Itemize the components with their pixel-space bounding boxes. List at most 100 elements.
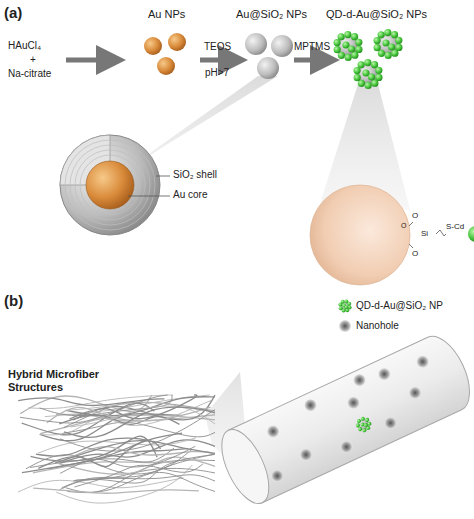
microfiber	[40, 415, 215, 434]
quantum-dot	[333, 39, 340, 46]
nanohole	[339, 320, 351, 332]
process-arrow	[66, 58, 120, 63]
quantum-dot	[354, 74, 361, 81]
stage-title: Au@SiO₂ NPs	[236, 8, 307, 21]
quantum-dot	[353, 67, 360, 74]
quantum-dot	[395, 44, 402, 51]
quantum-dot	[365, 82, 372, 89]
core-shell-nanoparticle	[271, 35, 293, 57]
quantum-dot	[375, 74, 382, 81]
quantum-dot	[358, 61, 365, 68]
nanohole	[298, 447, 314, 463]
quantum-dot	[364, 59, 371, 66]
quantum-dot	[388, 43, 395, 50]
quantum-dot	[355, 46, 362, 53]
structure-title: Hybrid Microfiber Structures	[8, 368, 126, 393]
core-shell-cutaway	[60, 135, 170, 235]
quantum-dot	[338, 33, 345, 40]
stage-title: QD-d-Au@SiO₂ NPs	[326, 8, 427, 21]
atom-label: O	[412, 211, 418, 220]
microfiber	[60, 410, 215, 451]
microfiber	[55, 441, 215, 463]
silica-shell	[60, 135, 160, 235]
nanohole	[269, 468, 285, 484]
microfiber	[39, 400, 211, 435]
reagent-label: Na-citrate	[8, 68, 51, 80]
bond-line	[409, 222, 413, 226]
microfiber	[33, 488, 199, 493]
atom-label: O	[401, 222, 406, 230]
shell-layer	[70, 145, 150, 225]
shell-layer	[65, 140, 155, 230]
process-arrow	[294, 58, 334, 63]
quantum-dot	[339, 306, 343, 310]
atom-label: S-Cd	[446, 222, 464, 231]
quantum-dot	[395, 37, 402, 44]
leader-line	[128, 196, 170, 197]
quantum-dot	[344, 31, 351, 38]
quantum-dot	[347, 302, 351, 306]
panel-letter: (a)	[4, 4, 22, 21]
quantum-dot	[373, 37, 380, 44]
quantum-dot	[355, 39, 362, 46]
atom-label: Si	[421, 229, 428, 238]
nanohole	[352, 372, 368, 388]
sphere-surface	[310, 185, 410, 285]
quantum-dot	[345, 54, 352, 61]
bond-line	[409, 244, 413, 248]
reagent-label: TEOS	[204, 41, 231, 53]
quantum-dot	[356, 418, 361, 423]
microfiber	[18, 398, 164, 406]
atom-label: O	[412, 249, 418, 258]
quantum-dot	[468, 226, 474, 242]
quantum-dot	[375, 67, 382, 74]
microfiber	[60, 454, 215, 489]
legend-label: Nanohole	[356, 320, 399, 332]
quantum-dot	[355, 423, 360, 428]
quantum-dot	[365, 417, 370, 422]
condition-label: pH>7	[205, 67, 229, 79]
quantum-dot	[368, 73, 375, 80]
nanohole	[415, 354, 431, 370]
leader-line	[156, 176, 170, 177]
single-fiber	[212, 329, 474, 511]
nanohole	[346, 395, 362, 411]
microfiber	[28, 395, 173, 409]
quantum-dot	[374, 44, 381, 51]
quantum-dot	[334, 46, 341, 53]
microfiber	[64, 407, 215, 438]
quantum-dot	[348, 45, 355, 52]
part-label: SiO₂ shell	[173, 169, 217, 181]
core-shell-nanoparticle	[245, 33, 267, 55]
microfiber	[47, 407, 211, 423]
quantum-dot	[341, 300, 345, 304]
quantum-dot	[378, 31, 385, 38]
quantum-dot	[344, 305, 348, 309]
reagent-label: +	[30, 54, 36, 66]
nanohole	[383, 415, 399, 431]
nanohole	[339, 439, 355, 455]
microfiber	[74, 464, 202, 487]
nanohole	[303, 397, 319, 413]
quantum-dot	[385, 52, 392, 59]
quantum-dot	[358, 426, 363, 431]
shell-layer	[80, 155, 140, 215]
quantum-dot	[362, 428, 367, 433]
shell-layer	[75, 150, 145, 220]
nanohole	[265, 423, 281, 439]
gold-nanoparticle	[168, 33, 186, 51]
legend-label: QD-d-Au@SiO₂ NP	[356, 300, 443, 312]
gold-core	[86, 161, 134, 209]
gold-nanoparticle	[144, 37, 162, 55]
propyl-chain	[436, 230, 446, 236]
microfiber-mesh	[18, 395, 215, 503]
part-label: Au core	[173, 189, 207, 201]
gold-nanoparticle	[157, 57, 175, 75]
quantum-dot	[360, 416, 365, 421]
reagent-label: HAuCl₄	[8, 40, 41, 52]
quantum-dot	[371, 80, 378, 87]
quantum-dot	[351, 52, 358, 59]
nanohole	[407, 385, 423, 401]
quantum-dot	[391, 50, 398, 57]
